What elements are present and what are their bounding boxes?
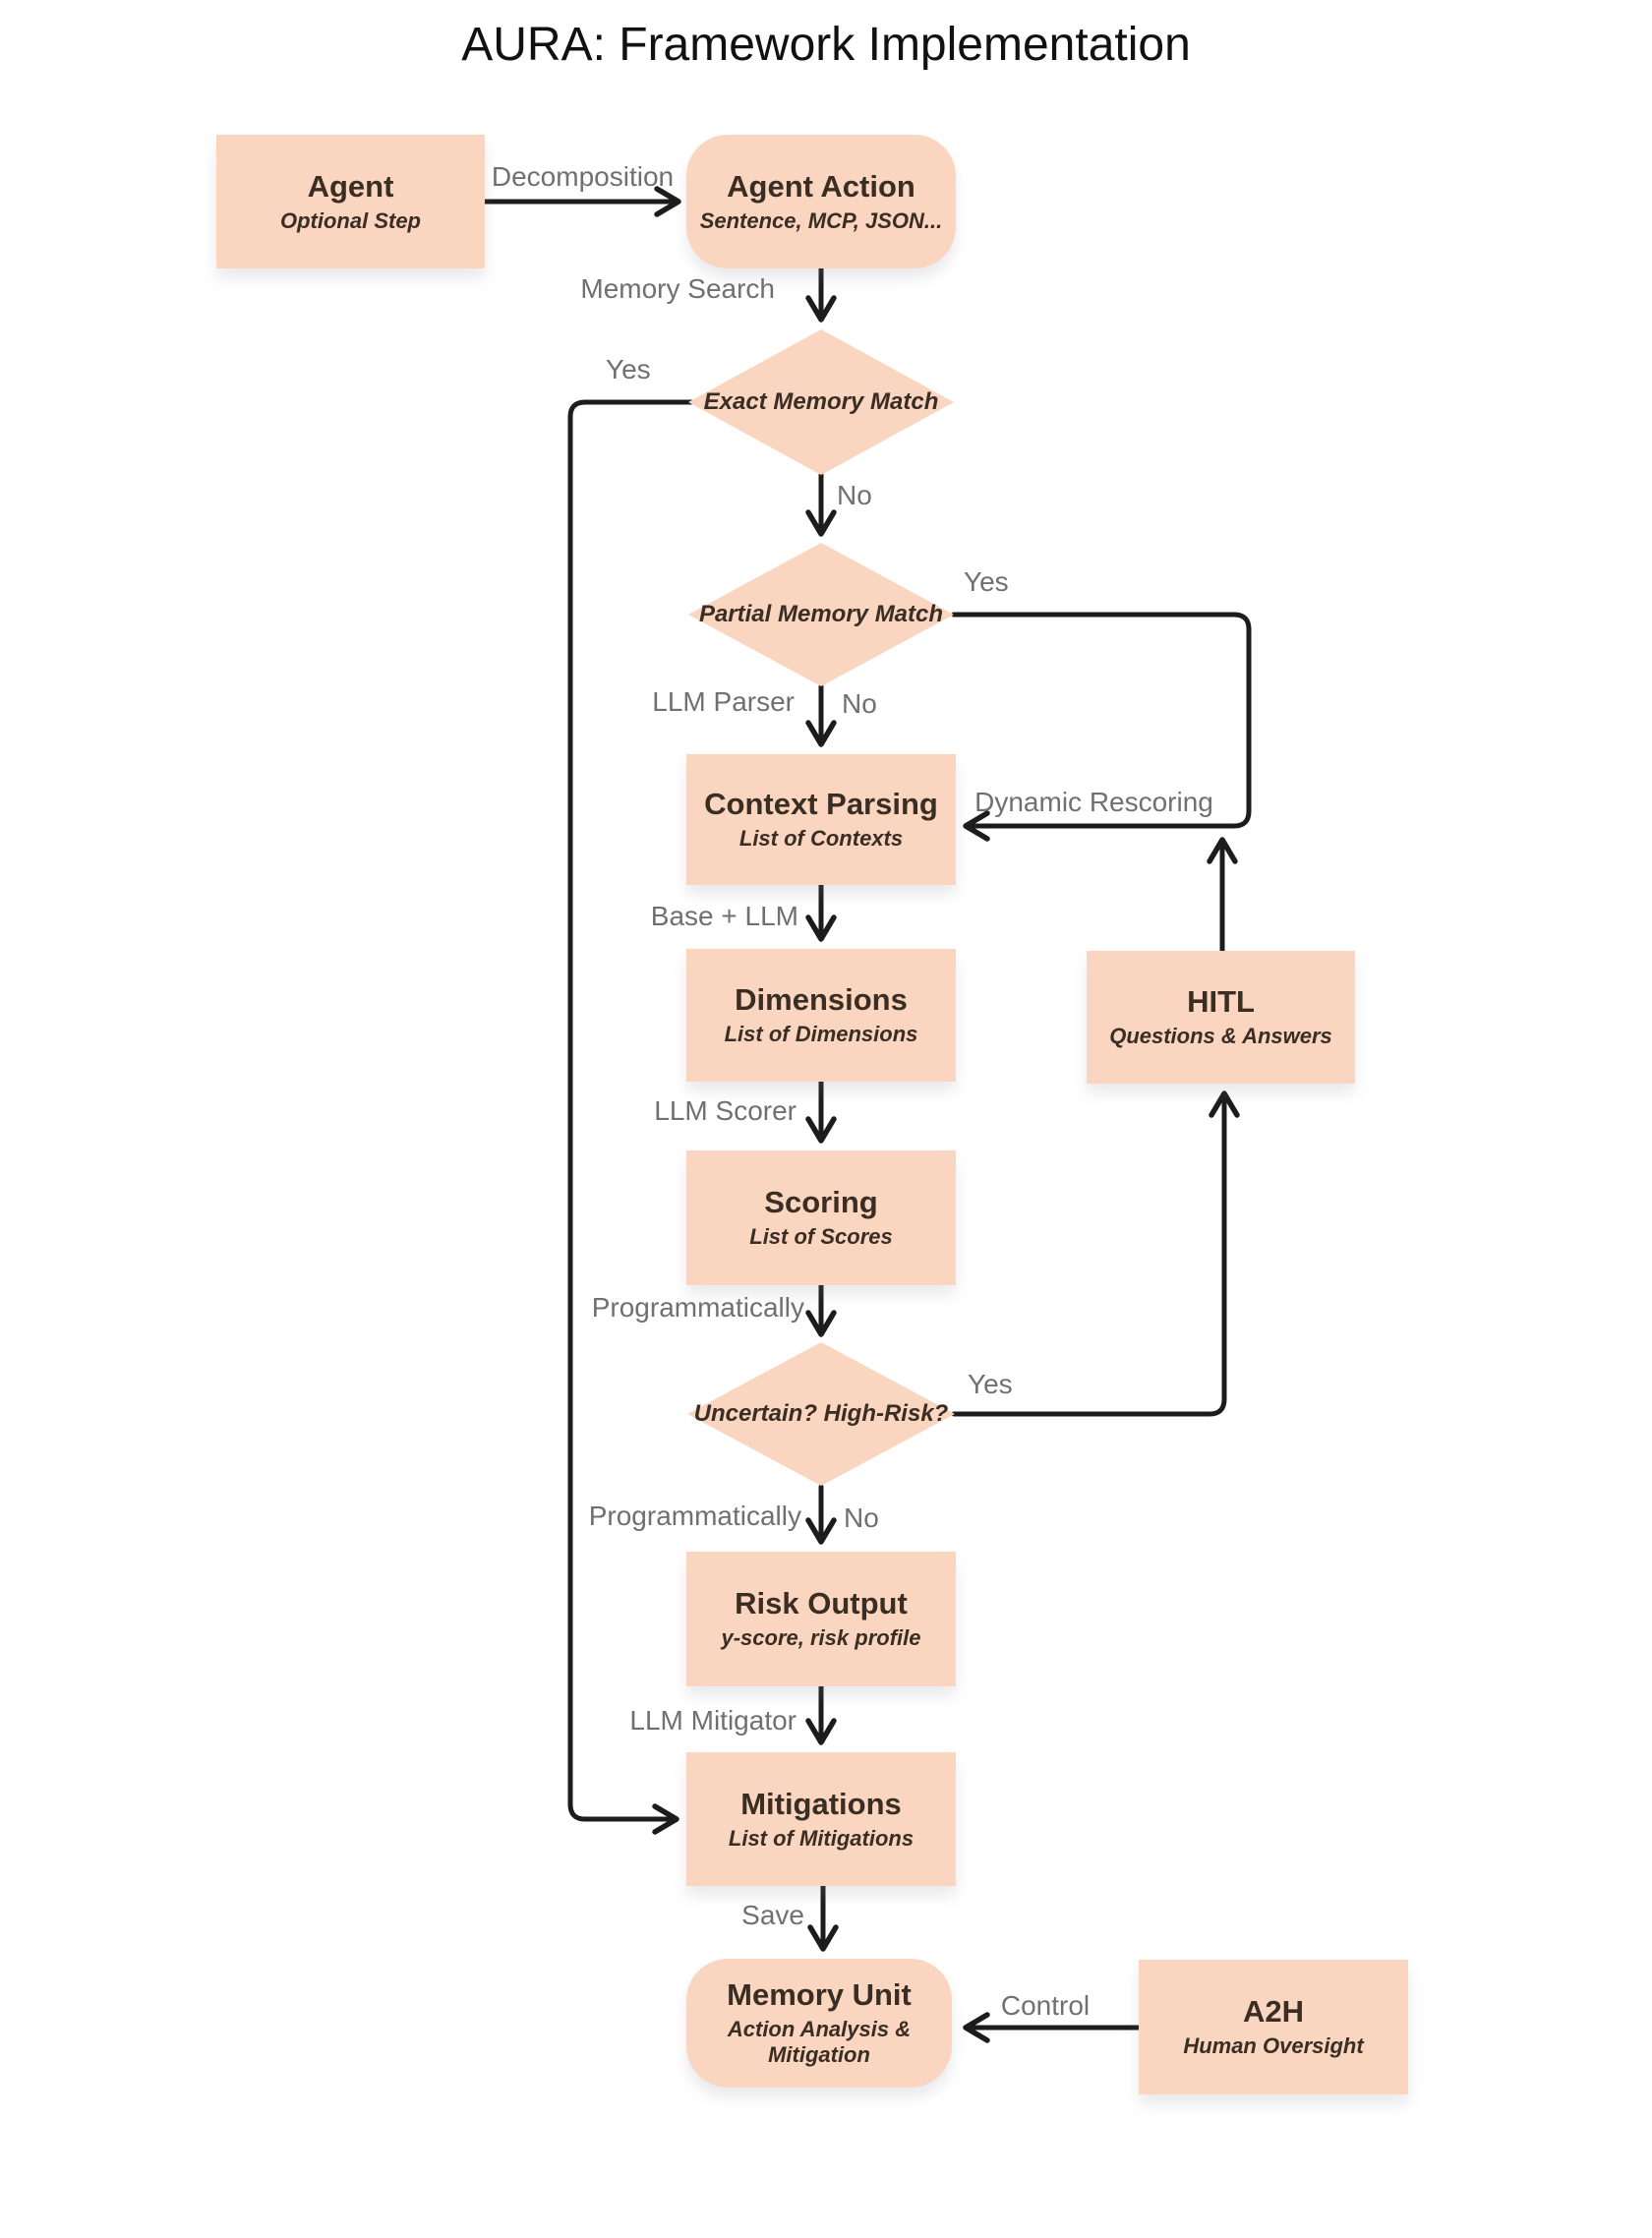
edge-label-yes-exact: Yes (606, 354, 651, 384)
edge-label-programmatically-top: Programmatically (591, 1292, 804, 1323)
node-hitl: HITL Questions & Answers (1087, 951, 1355, 1084)
node-agent-subtitle: Optional Step (280, 207, 421, 233)
edge-label-llm-mitigator: LLM Mitigator (629, 1705, 796, 1736)
decision-uncertain-high-risk: Uncertain? High-Risk? (687, 1342, 955, 1486)
edge-label-no-uncertain: No (844, 1502, 879, 1533)
node-memory-unit-title: Memory Unit (727, 1977, 912, 2013)
node-mitigations-subtitle: List of Mitigations (728, 1825, 914, 1851)
node-a2h-title: A2H (1242, 1994, 1304, 2030)
node-agent-action-subtitle: Sentence, MCP, JSON... (699, 207, 943, 233)
edge-label-memory-search: Memory Search (580, 273, 775, 304)
node-a2h: A2H Human Oversight (1139, 1960, 1408, 2094)
node-scoring-title: Scoring (764, 1185, 878, 1220)
edge-label-base-llm: Base + LLM (650, 901, 798, 931)
edge-label-programmatically-bottom: Programmatically (588, 1501, 801, 1531)
edge-label-no-partial: No (842, 688, 877, 719)
node-risk-output-subtitle: y-score, risk profile (721, 1625, 921, 1651)
edge-label-yes-partial: Yes (964, 566, 1009, 597)
edge-label-no-exact: No (837, 480, 872, 510)
node-risk-output-title: Risk Output (735, 1586, 908, 1621)
edge-label-save: Save (741, 1900, 804, 1930)
node-hitl-title: HITL (1187, 984, 1255, 1020)
node-dimensions-subtitle: List of Dimensions (724, 1022, 918, 1047)
node-dimensions-title: Dimensions (735, 982, 908, 1018)
node-dimensions: Dimensions List of Dimensions (686, 949, 956, 1082)
edge-label-yes-uncertain: Yes (968, 1369, 1013, 1399)
node-hitl-subtitle: Questions & Answers (1109, 1024, 1332, 1049)
connector-exact-yes (567, 399, 694, 1835)
connector-uncertain-yes-hitl (951, 1090, 1240, 1417)
edge-label-control: Control (1000, 1990, 1091, 2021)
node-agent-action-title: Agent Action (727, 168, 915, 204)
node-memory-unit: Memory Unit Action Analysis & Mitigation (686, 1959, 952, 2088)
node-mitigations-title: Mitigations (740, 1786, 902, 1821)
node-risk-output: Risk Output y-score, risk profile (686, 1552, 956, 1686)
decision-exact-memory-match: Exact Memory Match (688, 329, 954, 475)
decision-partial-memory-match-label: Partial Memory Match (698, 601, 944, 628)
node-agent: Agent Optional Step (216, 135, 485, 268)
node-context-parsing: Context Parsing List of Contexts (686, 754, 956, 885)
node-agent-action: Agent Action Sentence, MCP, JSON... (686, 135, 956, 268)
node-a2h-subtitle: Human Oversight (1183, 2033, 1364, 2059)
decision-partial-memory-match: Partial Memory Match (688, 543, 954, 686)
edge-label-llm-scorer: LLM Scorer (654, 1095, 796, 1126)
edge-label-dynamic-rescoring: Dynamic Rescoring (974, 787, 1213, 817)
edge-label-decomposition: Decomposition (491, 161, 675, 192)
decision-exact-memory-match-label: Exact Memory Match (703, 388, 939, 416)
node-context-parsing-subtitle: List of Contexts (738, 826, 904, 852)
node-scoring: Scoring List of Scores (686, 1150, 956, 1285)
node-agent-title: Agent (307, 168, 394, 204)
node-context-parsing-title: Context Parsing (704, 787, 938, 822)
node-memory-unit-subtitle: Action Analysis & Mitigation (727, 2016, 912, 2068)
decision-uncertain-high-risk-label: Uncertain? High-Risk? (693, 1400, 949, 1428)
connector-partial-yes-rescoring (951, 612, 1252, 842)
node-scoring-subtitle: List of Scores (749, 1224, 893, 1250)
page-title: AURA: Framework Implementation (461, 19, 1191, 71)
edge-label-llm-parser: LLM Parser (652, 686, 795, 717)
node-mitigations: Mitigations List of Mitigations (686, 1752, 956, 1886)
